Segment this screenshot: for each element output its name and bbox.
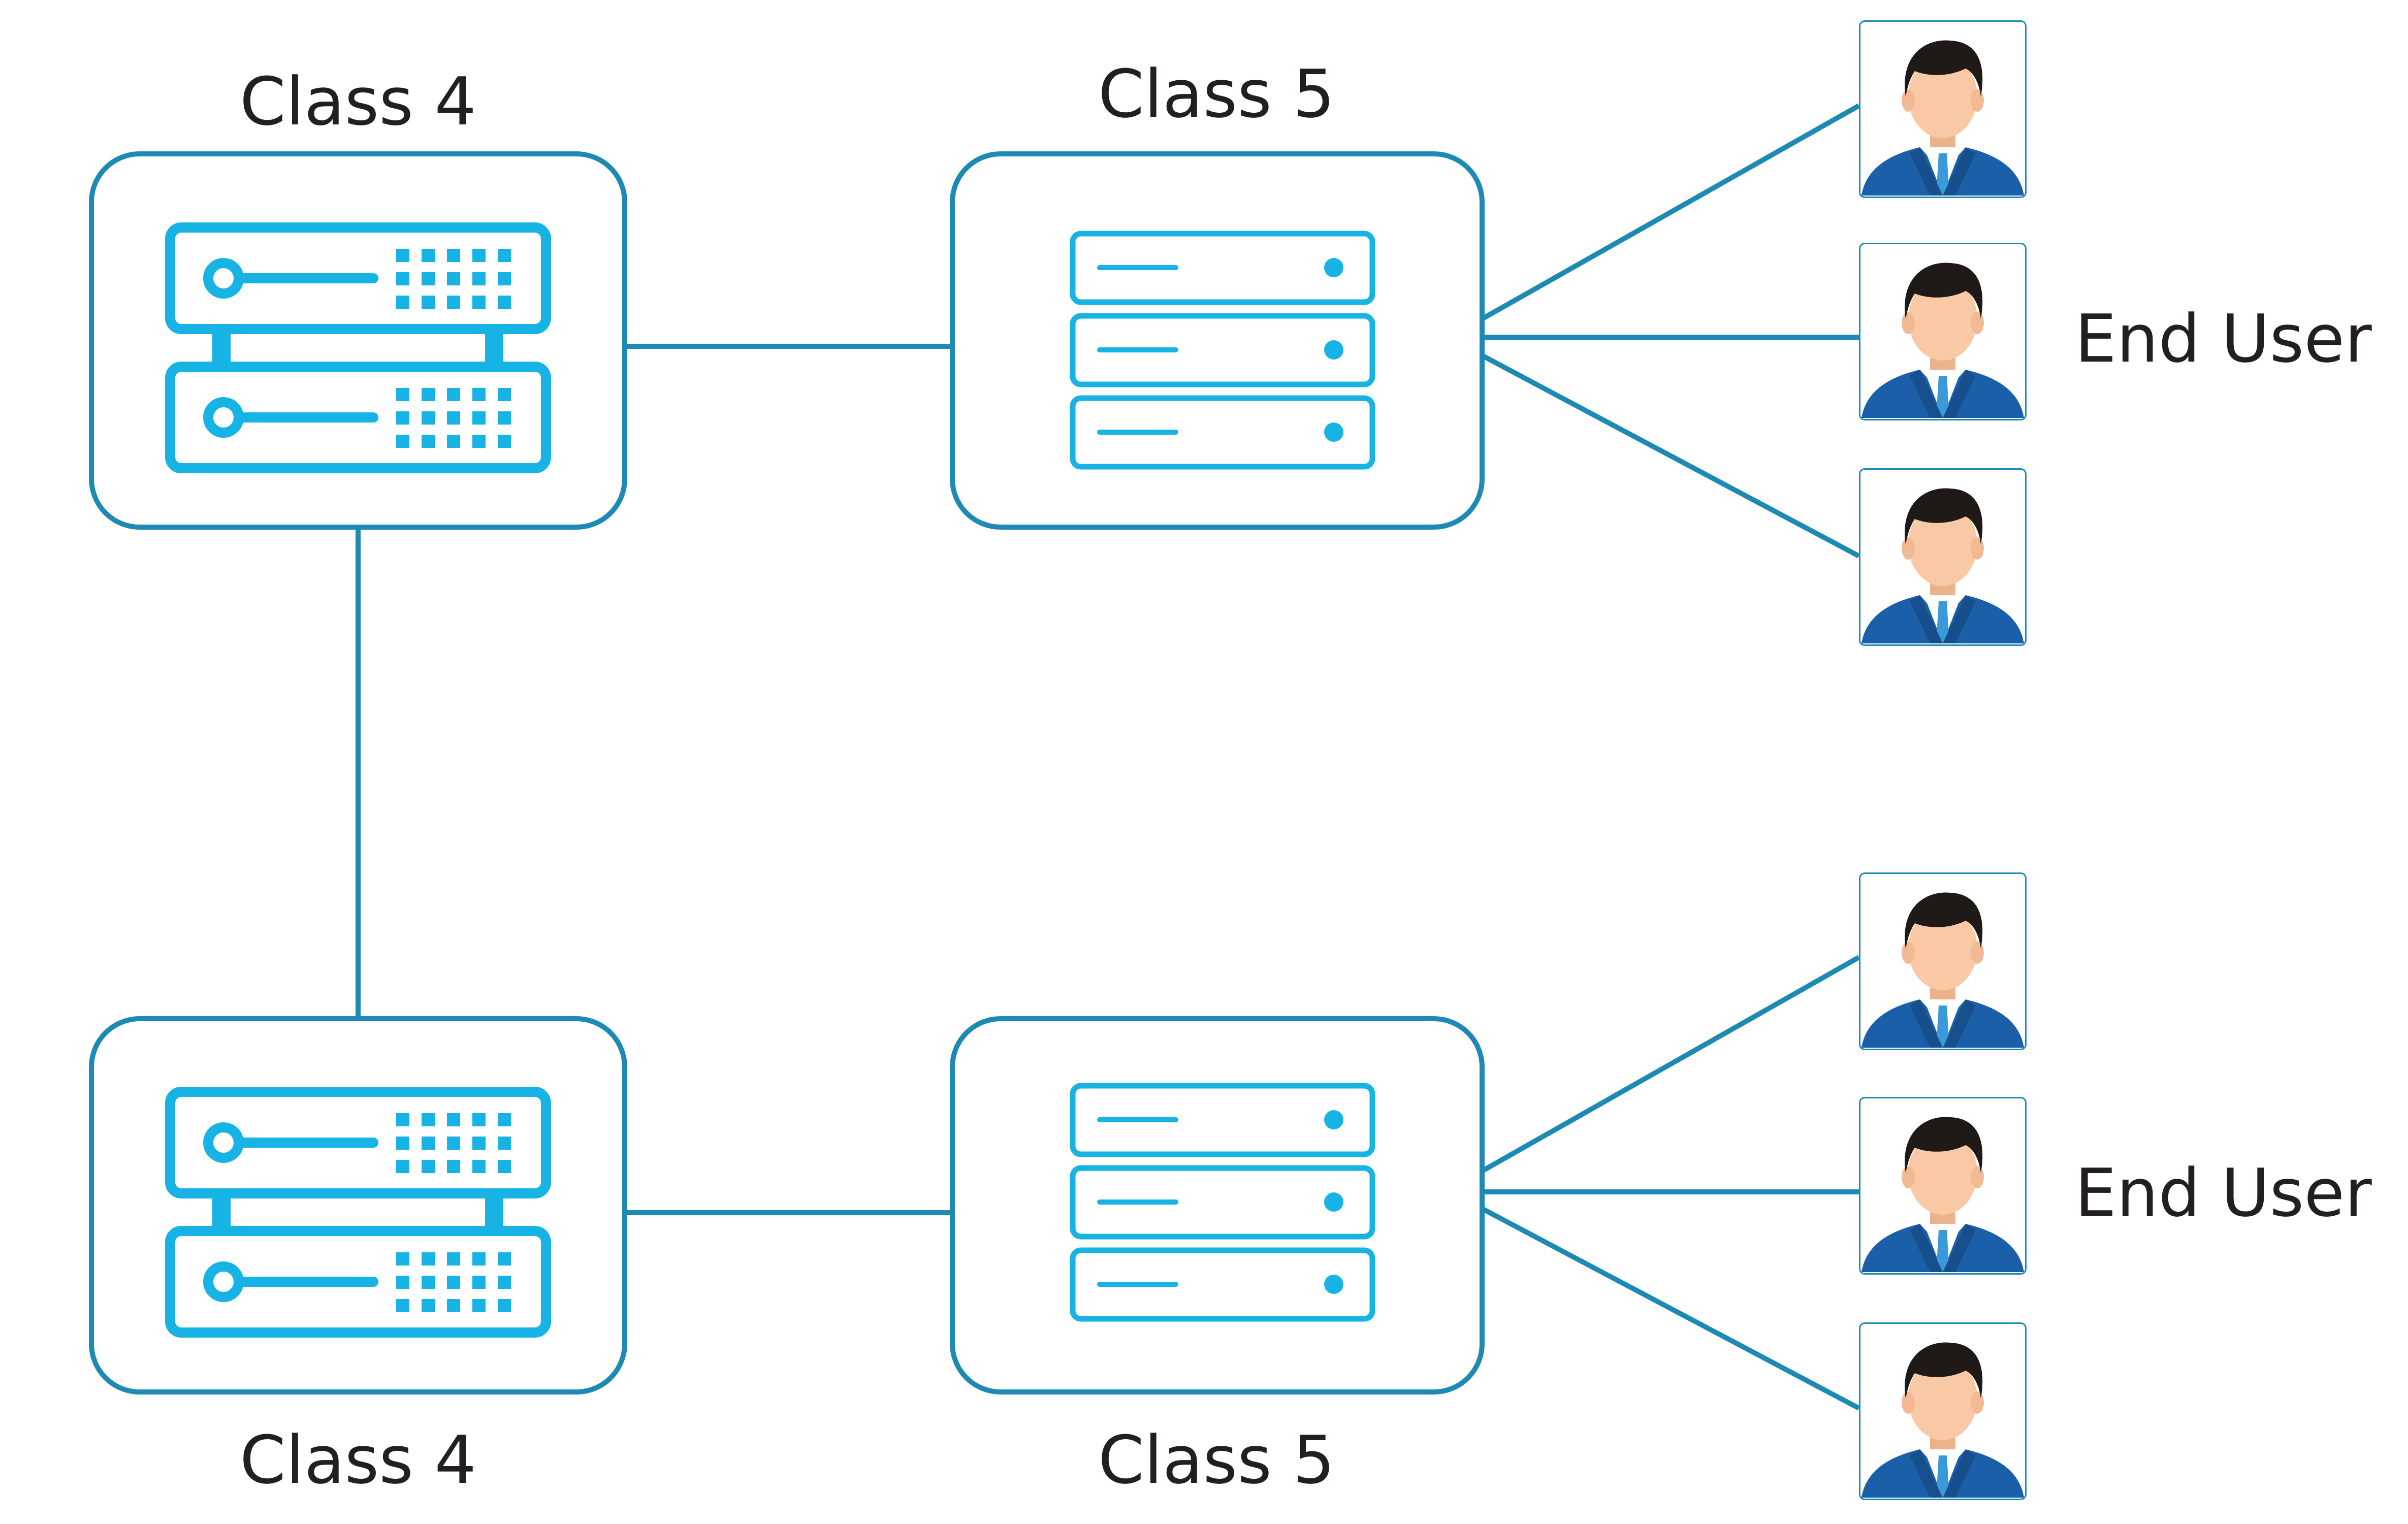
node-label-class4-bottom: Class 4 [240, 1421, 476, 1499]
end-user-group-bottom: End User [1859, 872, 2372, 1500]
node-class4-top: Class 4 [89, 63, 627, 530]
node-class4-bottom: Class 4 [89, 1016, 627, 1499]
edge-class5-bottom-to-user-4 [1481, 955, 1860, 1174]
node-label-class5-bottom: Class 5 [1098, 1421, 1335, 1499]
connection-lines [356, 103, 1860, 1411]
node-label-class5-top: Class 5 [1098, 55, 1335, 133]
edge-class5-top-to-user-3 [1481, 353, 1860, 559]
server-stack-icon [1070, 231, 1375, 470]
node-class5-bottom: Class 5 [950, 1016, 1485, 1499]
node-label-class4-top: Class 4 [240, 63, 476, 140]
end-user-label-top: End User [2075, 300, 2372, 377]
user-avatar-icon [1859, 243, 2027, 420]
edge-class5-top-to-user-1 [1481, 103, 1860, 321]
user-avatar-icon [1859, 872, 2027, 1050]
edge-class5-bottom-to-user-6 [1481, 1206, 1860, 1411]
node-box-class5-bottom [950, 1016, 1485, 1395]
server-stack-icon [1070, 1083, 1375, 1322]
end-user-group-top: End User [1859, 20, 2372, 646]
user-avatar-icon [1859, 1322, 2027, 1500]
server-rack-icon [165, 1087, 551, 1338]
node-class5-top: Class 5 [950, 55, 1485, 530]
user-avatar-icon [1859, 1097, 2027, 1275]
server-rack-icon [165, 222, 551, 473]
user-avatar-icon [1859, 20, 2027, 198]
end-user-label-bottom: End User [2075, 1154, 2372, 1231]
user-avatar-icon [1859, 468, 2027, 646]
node-box-class5-top [950, 151, 1485, 530]
